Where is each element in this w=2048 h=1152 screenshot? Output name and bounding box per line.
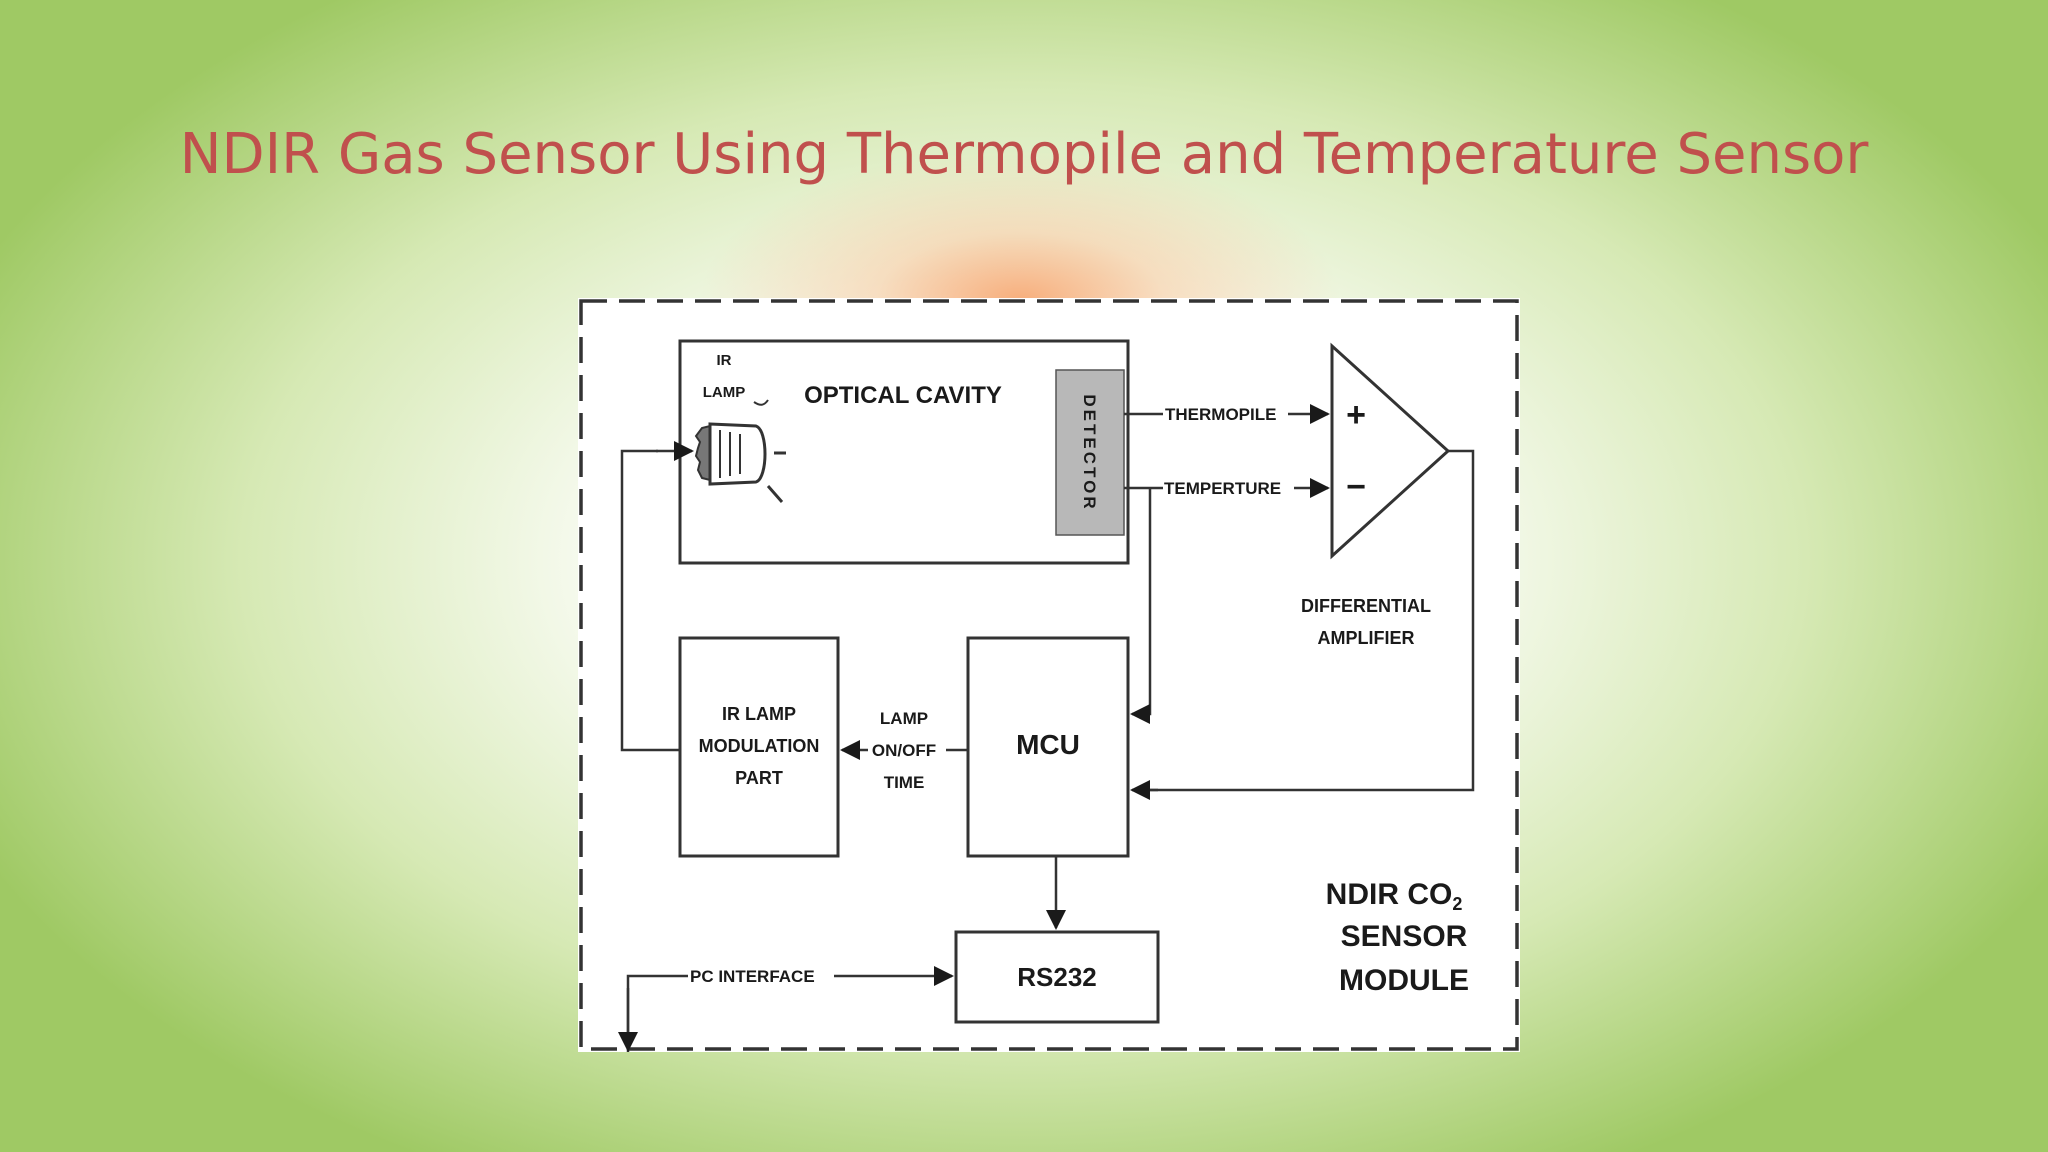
amplifier-minus-sign: − [1346,468,1366,506]
lamp-time-label-line1: LAMP [880,709,928,728]
temperture-to-mcu-line [1148,488,1152,716]
differential-amplifier-label-line2: AMPLIFIER [1318,628,1415,648]
lamp-time-label-line2: ON/OFF [872,741,936,760]
pc-interface-label: PC INTERFACE [690,967,815,986]
module-label-subscript: 2 [1452,894,1462,914]
ir-lamp-label-line1: IR [717,352,732,369]
rs232-label: RS232 [1017,962,1097,992]
module-label-line1: NDIR CO2 [1326,878,1463,914]
amplifier-plus-sign: + [1346,396,1366,434]
module-label-co: NDIR CO [1326,878,1453,911]
ir-modulation-label-line2: MODULATION [699,736,820,756]
module-label-line3: MODULE [1339,964,1469,997]
ir-lamp-modulation-block [678,636,840,858]
thermopile-label: THERMOPILE [1165,405,1276,424]
temperture-label: TEMPERTURE [1164,479,1281,498]
ir-lamp-pointer [753,399,769,406]
ir-lamp-bulb-icon [694,422,786,503]
rs232-block [954,930,1160,1024]
detector-block [1055,369,1125,536]
module-label-line2: SENSOR [1341,920,1468,953]
ndir-sensor-diagram: OPTICAL CAVITY IR LAMP DETECTOR THERMOPI… [578,298,1520,1052]
ir-modulation-label-line3: PART [735,768,783,788]
modulation-to-lamp-line [620,449,680,752]
ir-modulation-label-line1: IR LAMP [722,704,796,724]
pc-interface-line-left [626,974,688,1052]
ir-lamp-label-line2: LAMP [703,384,746,401]
optical-cavity-label: OPTICAL CAVITY [804,382,1002,409]
mcu-label: MCU [1016,729,1080,760]
module-boundary [579,299,1519,1051]
diagram-canvas: OPTICAL CAVITY IR LAMP DETECTOR THERMOPI… [579,299,1519,1052]
slide-title: NDIR Gas Sensor Using Thermopile and Tem… [179,122,1869,187]
mcu-block [966,636,1130,858]
detector-label: DETECTOR [1080,394,1099,511]
differential-amplifier-symbol [1330,342,1451,560]
amplifier-output-line [1143,449,1475,792]
differential-amplifier-label-line1: DIFFERENTIAL [1301,596,1431,616]
lamp-time-label-line3: TIME [884,773,925,792]
